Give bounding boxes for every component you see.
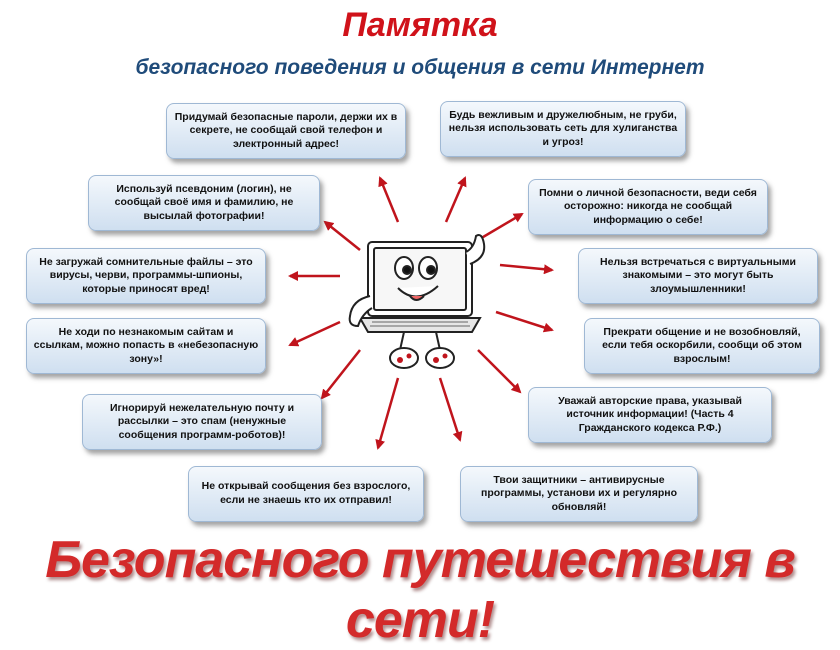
tip-stop-chat: Прекрати общение и не возобновляй, если … <box>584 318 820 374</box>
arrows-and-mascot <box>288 176 554 450</box>
title: Памятка <box>342 6 498 44</box>
tip-antivirus: Твои защитники – антивирусные программы,… <box>460 466 698 522</box>
arrow-copyright <box>477 349 522 394</box>
arrow-antivirus <box>438 377 463 442</box>
laptop-mascot <box>348 234 486 369</box>
arrow-personal-safety <box>477 212 524 242</box>
tip-spam: Игнорируй нежелательную почту и рассылки… <box>82 394 322 450</box>
arrow-messages <box>375 377 400 450</box>
arrow-sites <box>288 320 341 347</box>
arrow-polite <box>444 176 467 223</box>
tip-passwords: Придумай безопасные пароли, держи их в с… <box>166 103 406 159</box>
tip-files: Не загружай сомнительные файлы – это вир… <box>26 248 266 304</box>
arrow-nickname <box>323 220 361 251</box>
arrow-passwords <box>378 176 400 223</box>
tip-personal-safety: Помни о личной безопасности, веди себя о… <box>528 179 768 235</box>
tip-meetings: Нельзя встречаться с виртуальными знаком… <box>578 248 818 304</box>
tip-sites: Не ходи по незнакомым сайтам и ссылкам, … <box>26 318 266 374</box>
arrow-meetings <box>499 263 554 275</box>
arrow-stop-chat <box>495 310 554 333</box>
subtitle: безопасного поведения и общения в сети И… <box>135 56 705 79</box>
tip-copyright: Уважай авторские права, указывай источни… <box>528 387 772 443</box>
bottom-slogan: Безопасного путешествия в сети! <box>45 531 796 649</box>
tip-nickname: Используй псевдоним (логин), не сообщай … <box>88 175 320 231</box>
tip-polite: Будь вежливым и дружелюбным, не груби, н… <box>440 101 686 157</box>
arrow-spam <box>320 349 361 400</box>
tip-messages: Не открывай сообщения без взрослого, есл… <box>188 466 424 522</box>
